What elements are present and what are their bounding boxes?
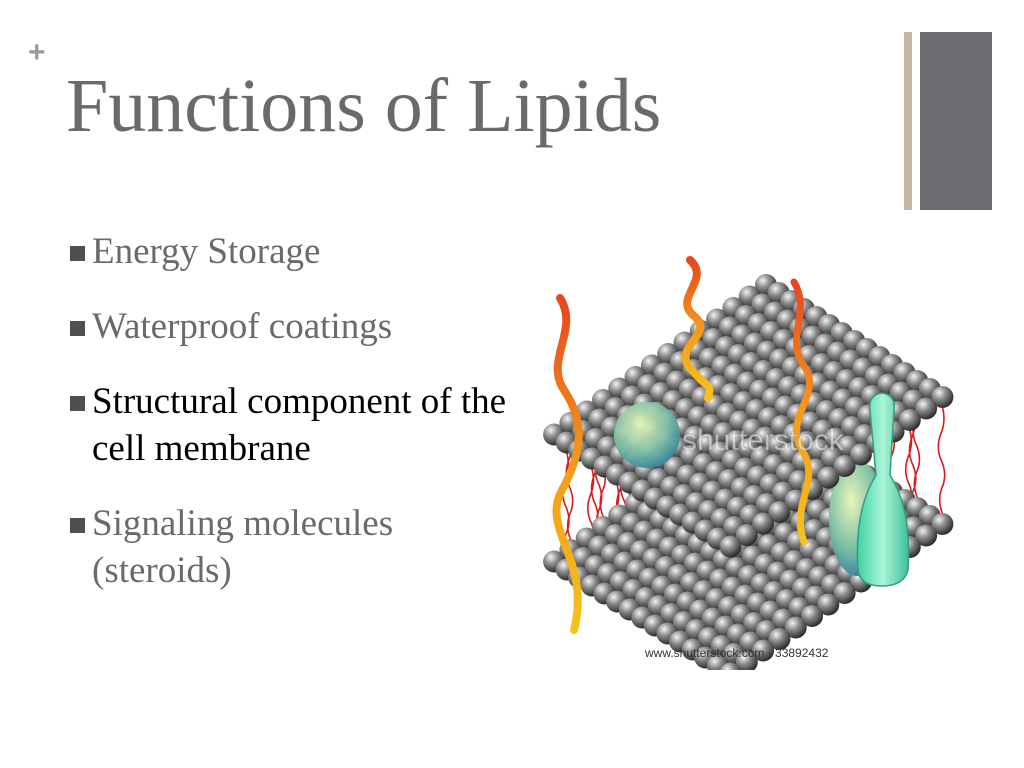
phospholipid-head-icon	[719, 535, 742, 558]
bullet-structural-component: Structural component of the cell membran…	[68, 378, 508, 472]
phospholipid-head-icon	[833, 455, 856, 477]
bullet-square-icon	[70, 518, 85, 533]
phospholipid-head-icon	[768, 628, 791, 650]
glycolipid-strand-icon	[681, 256, 714, 402]
phospholipid-head-icon	[931, 386, 954, 408]
glycolipid-strand-icon	[552, 294, 583, 634]
phospholipid-head-icon	[817, 466, 840, 489]
phospholipid-head-icon	[801, 605, 823, 627]
channel-protein-icon	[856, 392, 910, 587]
phospholipid-head-icon	[752, 512, 775, 535]
bullet-waterproof-coatings: Waterproof coatings	[68, 303, 508, 350]
bullet-text: Waterproof coatings	[92, 306, 393, 347]
bullet-text: Energy Storage	[92, 231, 321, 272]
bullet-text: Structural component of the cell membran…	[92, 381, 507, 469]
bullet-square-icon	[70, 396, 85, 411]
phospholipid-head-icon	[735, 524, 758, 546]
phospholipid-head-icon	[915, 397, 938, 420]
peripheral-protein-icon	[614, 402, 680, 468]
accent-bar-block	[920, 32, 992, 210]
phospholipid-head-icon	[735, 651, 758, 670]
cell-membrane-illustration: shutterstock www.shutterstock.com · 3389…	[512, 250, 1002, 670]
phospholipid-head-icon	[833, 582, 856, 604]
phospholipid-head-icon	[915, 524, 938, 547]
phospholipid-head-icon	[849, 443, 872, 466]
membrane-drawing: shutterstock www.shutterstock.com · 3389…	[543, 256, 954, 670]
bullet-square-icon	[70, 321, 85, 336]
accent-bar-thin	[904, 32, 912, 210]
image-caption: www.shutterstock.com · 33892432	[644, 646, 829, 660]
bullet-text: Signaling molecules (steroids)	[92, 503, 394, 591]
plus-mark-icon: +	[28, 36, 46, 69]
phospholipid-head-icon	[784, 616, 807, 639]
watermark-text: shutterstock	[682, 424, 845, 457]
lipid-tail-icon	[937, 406, 946, 514]
phospholipid-head-icon	[768, 501, 791, 523]
slide-title: Functions of Lipids	[66, 64, 662, 148]
phospholipid-head-icon	[817, 593, 840, 616]
glycolipid-strand-icon	[790, 278, 813, 546]
phospholipid-head-icon	[898, 409, 921, 431]
bullet-signaling-molecules: Signaling molecules (steroids)	[68, 500, 508, 594]
bullet-square-icon	[70, 246, 85, 261]
phospholipid-head-icon	[931, 513, 954, 535]
phospholipid-head-icon	[720, 662, 741, 670]
bullet-list: Energy Storage Waterproof coatings Struc…	[68, 228, 508, 594]
phospholipid-head-icon	[752, 639, 775, 662]
bullet-energy-storage: Energy Storage	[68, 228, 508, 275]
